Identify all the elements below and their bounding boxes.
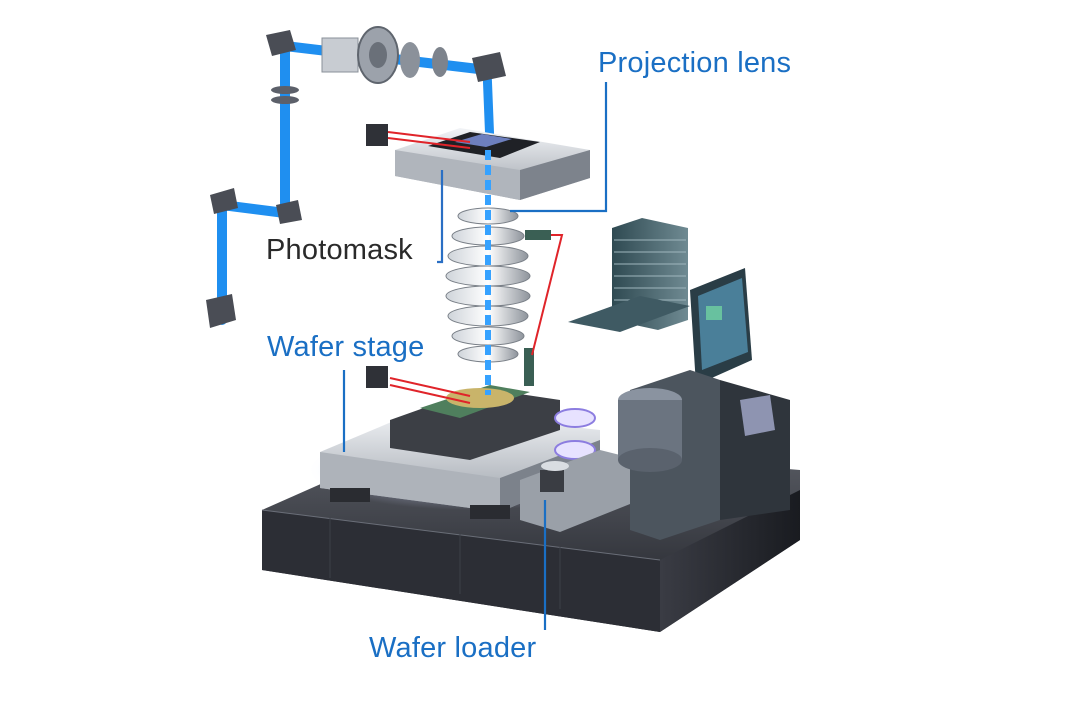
projection-lens-column [445,150,551,395]
wafer-stage-label: Wafer stage [267,331,425,363]
leader-lines [342,82,608,630]
wafer-loader [520,450,640,532]
optics-elements [206,26,506,328]
wafer-loader-label: Wafer loader [369,632,537,664]
photomask-leader [437,170,444,264]
projection-lens-leader [510,82,608,213]
photomask-stage [366,124,590,200]
photomask-label: Photomask [266,234,413,266]
projection-lens-label: Projection lens [598,47,792,79]
control-console [568,218,790,540]
interferometer-beams [366,131,564,404]
